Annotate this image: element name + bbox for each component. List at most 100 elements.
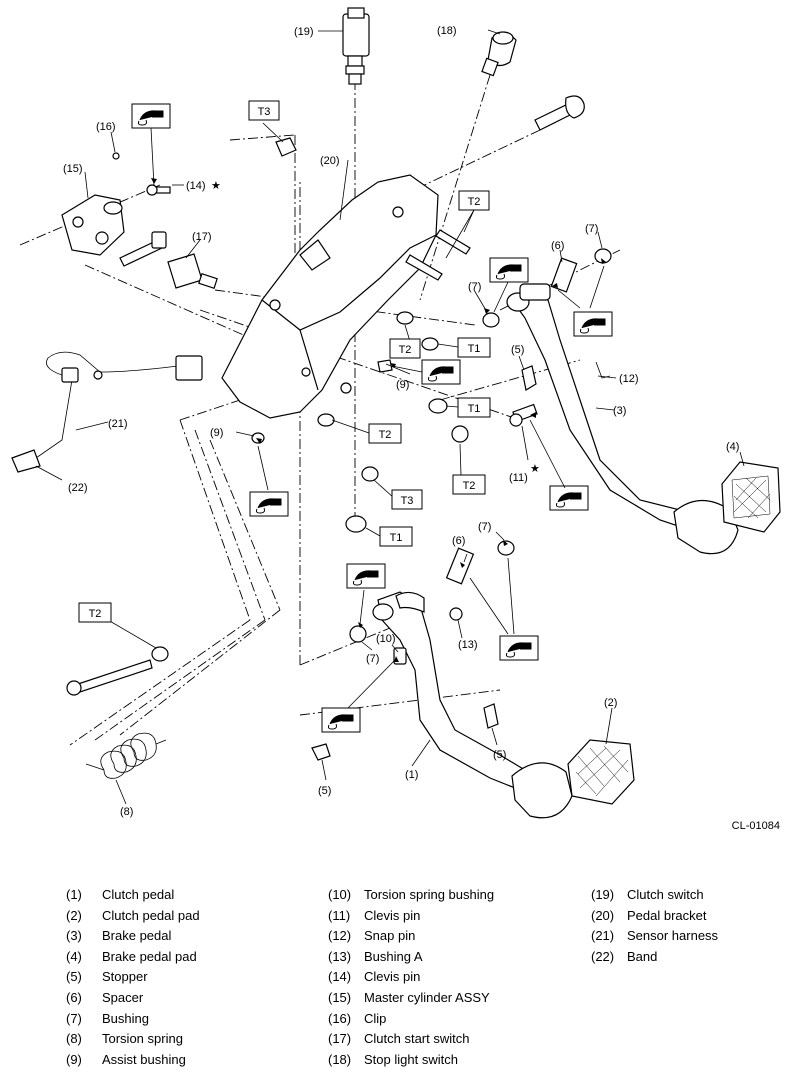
clutch-stopper-part (311, 703, 499, 761)
legend-number: (16) (328, 1010, 352, 1026)
legend-item: (20) Pedal bracket (591, 906, 718, 927)
svg-text:T2: T2 (468, 196, 481, 208)
legend-part-name: Clip (364, 1010, 387, 1026)
svg-text:T2: T2 (399, 344, 412, 356)
grease-icon (573, 311, 613, 337)
callout-21: (21) (108, 418, 128, 430)
legend-column: (19) Clutch switch (20) Pedal bracket (21)Se… (591, 885, 718, 967)
brake-pedal-part (506, 283, 739, 555)
callout-5: (5) (511, 344, 524, 356)
svg-text:T1: T1 (468, 343, 481, 355)
legend-part-name: Assist bushing (102, 1051, 186, 1067)
legend-number: (20) (591, 907, 615, 923)
callout-2: (2) (604, 697, 617, 709)
callout-12: (12) (619, 373, 639, 385)
callout-15: (15) (63, 163, 83, 175)
callout-18: (18) (437, 25, 457, 37)
legend-item: (18) Stop light switch (328, 1050, 494, 1071)
legend-number: (5) (66, 969, 82, 985)
legend-part-name: Pedal bracket (627, 907, 707, 923)
torque-box-t1: T1 (457, 397, 491, 418)
exploded-parts-diagram: T3 T2 T2 T1 T1 T2 T2 T3 T1 T2 (19) (18) … (11, 7, 781, 819)
torque-box-t1: T1 (457, 337, 491, 358)
callout-7: (7) (468, 281, 481, 293)
legend-number: (17) (328, 1031, 352, 1047)
legend-part-name: Snap pin (364, 928, 416, 944)
diagram-code: CL-01084 (731, 820, 780, 832)
legend-part-name: Brake pedal pad (102, 948, 197, 964)
legend-number: (19) (591, 887, 615, 902)
callout-17: (17) (192, 231, 212, 243)
clutch-pedal-pad-part (567, 739, 635, 805)
legend-part-name: Clutch pedal pad (102, 907, 200, 923)
grease-icon (421, 359, 461, 385)
legend-column: (10)Torsion spring bushing(11) Clevis pin… (328, 885, 494, 1070)
svg-text:T2: T2 (89, 608, 102, 620)
brake-spacer-part (550, 257, 578, 293)
legend-part-name: Sensor harness (627, 928, 719, 944)
callout-5: (5) (493, 749, 506, 761)
legend-item: (21)Sensor harness (591, 926, 718, 947)
legend-part-name: Clutch pedal (102, 887, 175, 902)
callout-4: (4) (726, 441, 739, 453)
torque-box-t2: T2 (452, 474, 486, 495)
svg-text:T2: T2 (379, 429, 392, 441)
callout-16: (16) (96, 121, 116, 133)
legend-item: (5) Stopper (66, 967, 200, 988)
callout-1: (1) (405, 769, 418, 781)
callout-labels: (19) (18) (20) (16) (15) (14) (17) (6) (… (63, 25, 739, 818)
legend-part-name: Stop light switch (364, 1051, 458, 1067)
grease-icon (499, 635, 539, 661)
torque-box-t2: T2 (78, 602, 112, 623)
legend-number: (13) (328, 948, 352, 964)
torque-box-t3: T3 (248, 100, 280, 121)
grease-icon (249, 491, 289, 517)
legend-part-name: Clevis pin (364, 969, 421, 985)
torque-box-t1: T1 (379, 526, 413, 547)
band-part (11, 449, 41, 473)
callout-7: (7) (585, 223, 598, 235)
callout-19: (19) (294, 26, 314, 38)
stop-light-switch-part (481, 31, 517, 77)
brake-stopper-part (521, 365, 537, 391)
legend-number: (9) (66, 1051, 82, 1067)
grease-icon (131, 103, 171, 129)
legend-number: (11) (328, 907, 351, 923)
legend-part-name: Clevis pin (364, 907, 421, 923)
svg-text:T2: T2 (463, 480, 476, 492)
legend-item: (15)Master cylinder ASSY (328, 988, 494, 1009)
grease-icon (549, 485, 589, 511)
legend-number: (4) (66, 948, 82, 964)
callout-14: (14) (186, 180, 206, 192)
legend-part-name: Master cylinder ASSY (364, 989, 490, 1005)
callout-9: (9) (396, 379, 409, 391)
legend-item: (9) Assist bushing (66, 1050, 200, 1071)
legend-part-name: Spacer (102, 989, 144, 1005)
legend-part-name: Band (627, 948, 658, 964)
clutch-start-switch-part (119, 231, 218, 289)
snap-pin-part (595, 361, 611, 379)
grease-icon (489, 257, 529, 283)
master-cylinder-part (61, 194, 125, 256)
clevis-pin-part (146, 184, 171, 196)
brake-clevis-pin-part (509, 403, 538, 427)
sensor-harness-part (35, 351, 203, 459)
legend-item: (6)Spacer (66, 988, 200, 1009)
grease-icon (321, 707, 361, 733)
svg-text:T3: T3 (258, 106, 271, 118)
legend-part-name: Stopper (102, 969, 148, 985)
clutch-pedal-part (372, 591, 573, 819)
torque-box-t2: T2 (368, 423, 402, 444)
legend-part-name: Bushing A (364, 948, 423, 964)
legend-number: (2) (66, 907, 82, 923)
clip-part (112, 152, 120, 160)
callout-6: (6) (452, 535, 465, 547)
torque-box-t2: T2 (458, 190, 490, 211)
legend-part-name: Clutch switch (627, 887, 704, 902)
pivot-bolt-part (534, 95, 585, 131)
t2-bolt-parts (66, 229, 471, 696)
legend-item: (10)Torsion spring bushing (328, 885, 494, 906)
legend-part-name: Bushing (102, 1010, 149, 1026)
legend-number: (18) (328, 1051, 352, 1067)
legend-item: (17)Clutch start switch (328, 1029, 494, 1050)
